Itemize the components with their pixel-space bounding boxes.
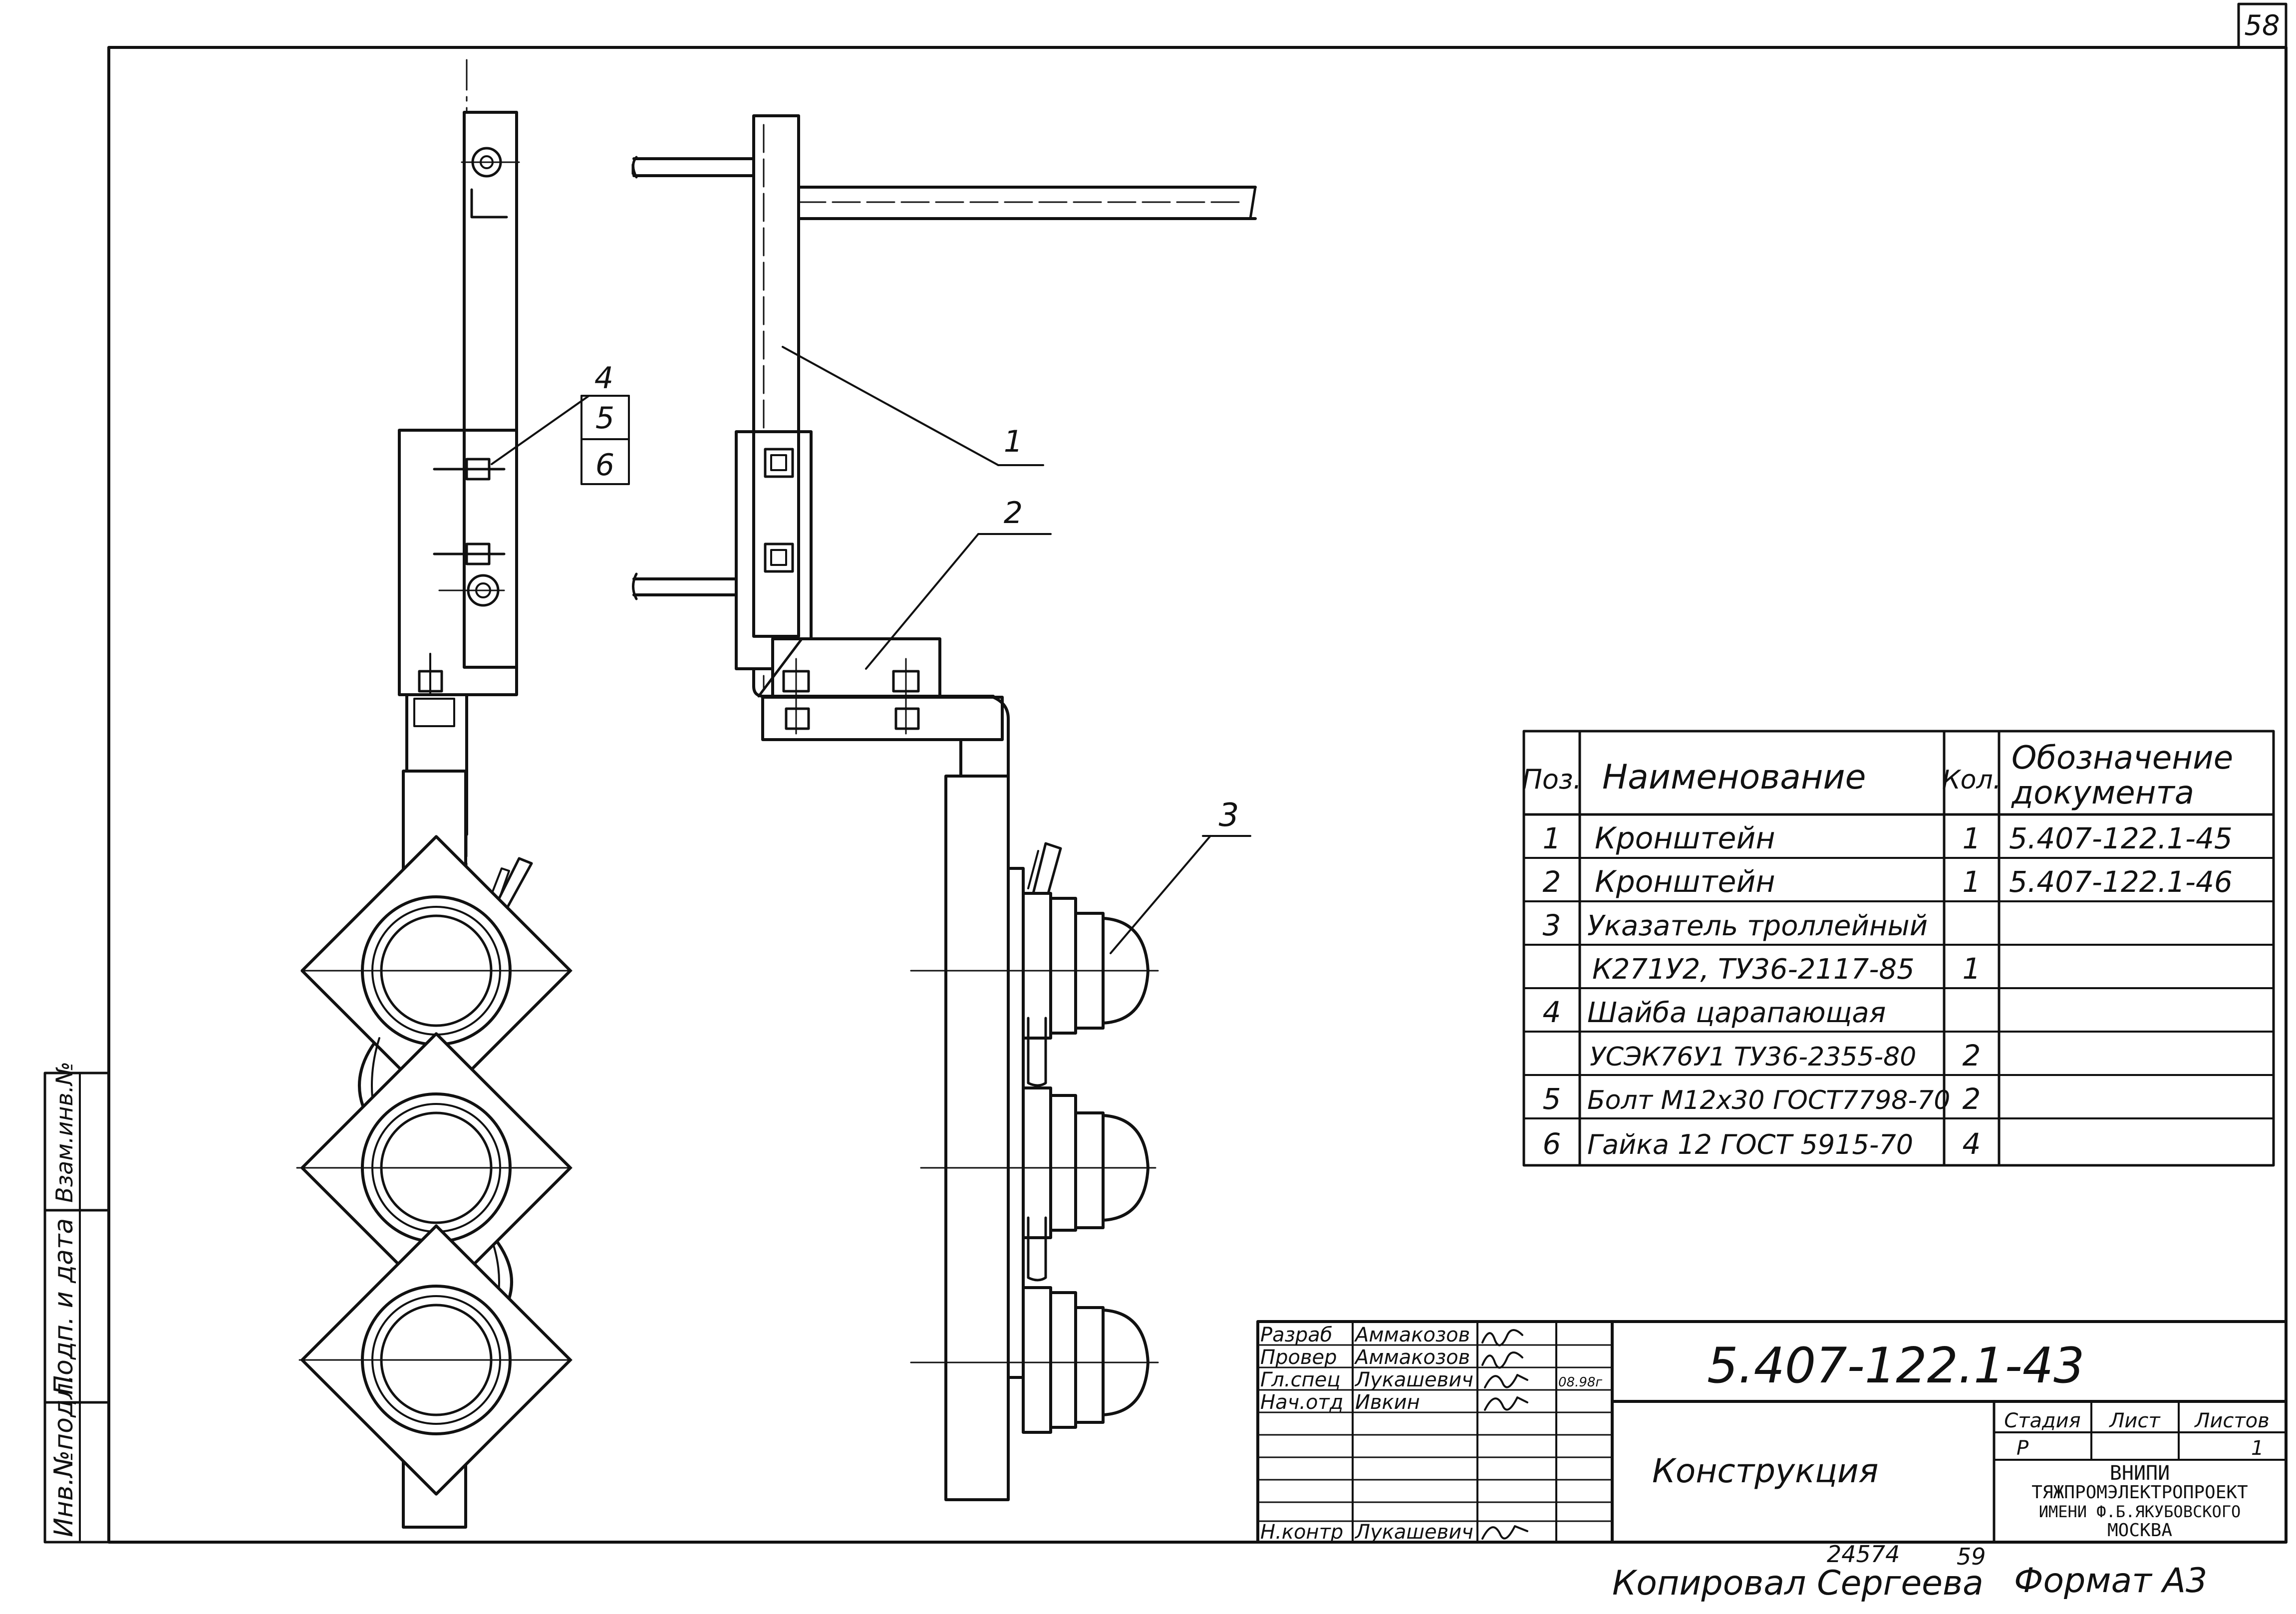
spec-row-4-qty: 1 [1963,952,1981,986]
spec-row-2-doc: 5.407-122.1-46 [2009,865,2233,899]
role-2: Провер [1260,1346,1337,1369]
spec-row-3-pos: 3 [1543,908,1561,942]
spec-header-pos: Поз. [1522,764,1582,795]
signature-4 [1484,1396,1528,1411]
org-line-4: МОСКВА [2107,1520,2172,1541]
spec-row-2-qty: 1 [1963,865,1981,899]
side-lamp-1 [910,892,1159,1040]
spec-row-1-qty: 1 [1963,821,1981,855]
spec-row-8-qty: 4 [1963,1127,1981,1161]
side-pole [944,775,1010,1501]
stamp-replace-inv: Взам.инв.№ [51,1062,78,1203]
role-3-date: 08.98г [1558,1375,1602,1390]
document-number: 5.407-122.1-43 [1707,1338,2085,1394]
role-5-name: Лукашевич [1354,1521,1473,1544]
role-1: Разраб [1260,1324,1332,1346]
specification-table: Поз. Наименование Кол. Обозначение докум… [1522,730,2275,1167]
callout-1: 1 [782,346,1044,466]
callout-3: 3 [1110,797,1251,954]
org-line-3: ИМЕНИ Ф.Б.ЯКУБОВСКОГО [2039,1502,2241,1521]
footer-code: 24574 [1827,1541,1900,1568]
signature-1 [1481,1329,1523,1346]
footer-code-2: 59 [1957,1543,1986,1570]
spec-row-7-name: Болт М12х30 ГОСТ7798-70 [1587,1085,1950,1115]
role-2-name: Аммакозов [1354,1346,1470,1369]
footer-copied: Копировал Сергеева [1612,1564,1984,1603]
spec-row-3-name: Указатель троллейный [1587,910,1928,942]
callout-label-6: 6 [595,448,614,483]
signature-3 [1484,1374,1528,1388]
role-5: Н.контр [1260,1521,1343,1544]
spec-row-6-name: УСЭК76У1 ТУ36-2355-80 [1590,1042,1916,1072]
role-4: Нач.отд [1260,1391,1343,1414]
spec-header-name: Наименование [1602,758,1866,797]
org-line-1: ВНИПИ [2110,1462,2170,1485]
front-lamp-2 [296,1032,573,1304]
side-lamp-2 [920,1086,1156,1239]
front-clamp [398,429,518,696]
spec-header-doc-1: Обозначение [2011,740,2233,777]
spec-row-5-name: Шайба царапающая [1587,997,1886,1029]
sheet-label: Лист [2108,1409,2161,1432]
spec-row-1-doc: 5.407-122.1-45 [2009,821,2233,855]
drawing-frame [107,46,2288,1544]
spec-header-qty: Кол. [1942,765,2002,795]
footer-format: Формат А3 [2014,1561,2207,1601]
front-view [296,59,573,1529]
callout-label-2: 2 [1004,496,1023,531]
signature-5 [1481,1525,1528,1540]
spec-row-8-name: Гайка 12 ГОСТ 5915-70 [1587,1129,1913,1160]
role-3-name: Лукашевич [1354,1368,1473,1391]
spec-row-2-name: Кронштейн [1595,864,1775,899]
drawing-title: Конструкция [1652,1452,1878,1490]
callout-label-4: 4 [594,361,613,396]
front-lamp-3 [298,1224,573,1496]
stamp-inv-orig: Инв.№подл. [49,1374,79,1537]
callout-label-3: 3 [1219,797,1239,834]
side-view [631,114,1257,1501]
sheet-number: 58 [2244,9,2280,42]
spec-row-7-pos: 5 [1543,1082,1561,1116]
side-bracket-2 [771,637,941,698]
sheets-value: 1 [2251,1437,2264,1460]
front-lamp-1 [300,835,573,1106]
stage-value: Р [2016,1437,2029,1460]
callout-label-1: 1 [1004,424,1023,459]
title-block: Разраб Аммакозов Провер Аммакозов Гл.спе… [1256,1320,2288,1544]
stamp-sign-date: Подп. и дата [49,1218,79,1395]
callout-label-5: 5 [595,401,614,436]
signature-2 [1481,1351,1523,1369]
spec-row-6-qty: 2 [1963,1039,1981,1073]
stage-label: Стадия [2004,1409,2080,1432]
sheets-label: Листов [2194,1409,2269,1432]
spec-row-2-pos: 2 [1543,865,1561,899]
org-line-2: ТЯЖПРОМЭЛЕКТРОПРОЕКТ [2031,1482,2248,1503]
callout-2: 2 [865,496,1052,670]
role-3: Гл.спец [1260,1368,1341,1391]
role-1-name: Аммакозов [1354,1324,1470,1346]
spec-row-7-qty: 2 [1963,1082,1981,1116]
role-4-name: Ивкин [1355,1391,1420,1414]
spec-row-5-pos: 4 [1543,995,1561,1029]
spec-row-8-pos: 6 [1543,1127,1561,1161]
spec-row-4-name: К271У2, ТУ36-2117-85 [1592,953,1915,986]
spec-header-doc-2: документа [2011,775,2194,811]
spec-row-1-name: Кронштейн [1595,821,1775,856]
sheet-number-box [2237,2,2288,49]
callout-4-5-6: 4 5 6 [491,361,630,485]
spec-row-1-pos: 1 [1543,821,1561,855]
side-lamp-3 [910,1286,1159,1434]
side-stamp: Инв.№подл. Подп. и дата Взам.инв.№ [43,1062,110,1544]
